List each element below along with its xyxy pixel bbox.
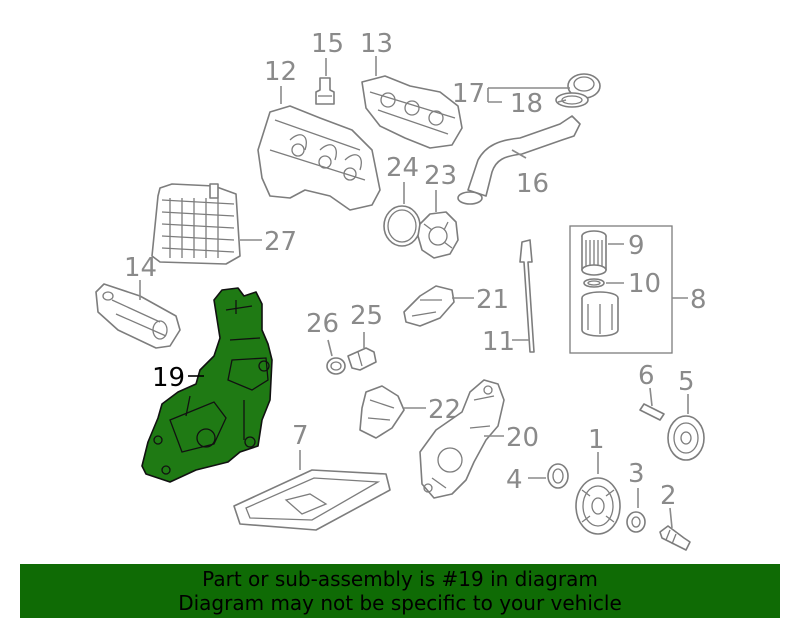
label-26[interactable]: 26	[306, 309, 339, 339]
label-5[interactable]: 5	[678, 367, 695, 397]
label-6[interactable]: 6	[638, 361, 655, 391]
parts-diagram: 12 15 13 17 18 16 24 2	[95, 29, 707, 551]
part-16-filler-tube[interactable]	[457, 115, 581, 205]
label-4[interactable]: 4	[506, 465, 523, 495]
label-2[interactable]: 2	[660, 481, 677, 511]
label-8[interactable]: 8	[690, 285, 707, 315]
part-5-pulley[interactable]	[667, 415, 705, 461]
label-25[interactable]: 25	[350, 301, 383, 331]
label-21[interactable]: 21	[476, 285, 509, 315]
part-19-housing-highlighted[interactable]	[141, 287, 273, 483]
part-7-oil-pan[interactable]	[233, 469, 391, 531]
part-14-gasket[interactable]	[95, 283, 181, 349]
label-24[interactable]: 24	[386, 153, 419, 183]
part-3-washer[interactable]	[626, 511, 646, 533]
label-10[interactable]: 10	[628, 269, 661, 299]
label-23[interactable]: 23	[424, 161, 457, 191]
part-8-filter-kit[interactable]	[569, 225, 673, 354]
label-1[interactable]: 1	[588, 425, 605, 455]
label-15[interactable]: 15	[311, 29, 344, 59]
part-13-assembly[interactable]	[361, 75, 463, 149]
banner-line-2: Diagram may not be specific to your vehi…	[178, 591, 622, 615]
part-18-seal[interactable]	[555, 92, 589, 108]
part-26-ring[interactable]	[326, 357, 346, 375]
label-7[interactable]: 7	[292, 421, 309, 451]
label-14[interactable]: 14	[124, 253, 157, 283]
label-18[interactable]: 18	[510, 89, 543, 119]
part-9-filter-element[interactable]	[581, 230, 607, 276]
part-25-plug[interactable]	[347, 347, 377, 371]
label-27[interactable]: 27	[264, 227, 297, 257]
label-9[interactable]: 9	[628, 231, 645, 261]
part-20-front-cover[interactable]	[419, 379, 505, 499]
label-11[interactable]: 11	[482, 327, 515, 357]
label-16[interactable]: 16	[516, 169, 549, 199]
label-13[interactable]: 13	[360, 29, 393, 59]
label-19[interactable]: 19	[152, 363, 185, 393]
part-11-dipstick[interactable]	[519, 239, 535, 353]
part-8-filter-cap[interactable]	[581, 291, 619, 337]
part-4-seal[interactable]	[547, 463, 569, 489]
label-12[interactable]: 12	[264, 57, 297, 87]
part-1-crank-pulley[interactable]	[575, 477, 621, 535]
part-22-elbow[interactable]	[359, 385, 405, 439]
info-banner: Part or sub-assembly is #19 in diagram D…	[20, 564, 780, 618]
label-20[interactable]: 20	[506, 423, 539, 453]
part-2-bolt[interactable]	[659, 525, 691, 551]
part-23-adjuster[interactable]	[417, 211, 459, 259]
part-15-sensor[interactable]	[315, 77, 335, 105]
banner-line-1: Part or sub-assembly is #19 in diagram	[202, 567, 598, 591]
part-6-pin[interactable]	[639, 403, 665, 421]
label-17[interactable]: 17	[452, 79, 485, 109]
part-21-housing[interactable]	[403, 285, 455, 327]
part-12-valve-cover[interactable]	[257, 105, 381, 211]
part-10-o-ring[interactable]	[583, 278, 605, 288]
label-3[interactable]: 3	[628, 459, 645, 489]
part-27-oil-cooler[interactable]	[151, 183, 241, 265]
part-24-o-ring[interactable]	[383, 205, 421, 247]
